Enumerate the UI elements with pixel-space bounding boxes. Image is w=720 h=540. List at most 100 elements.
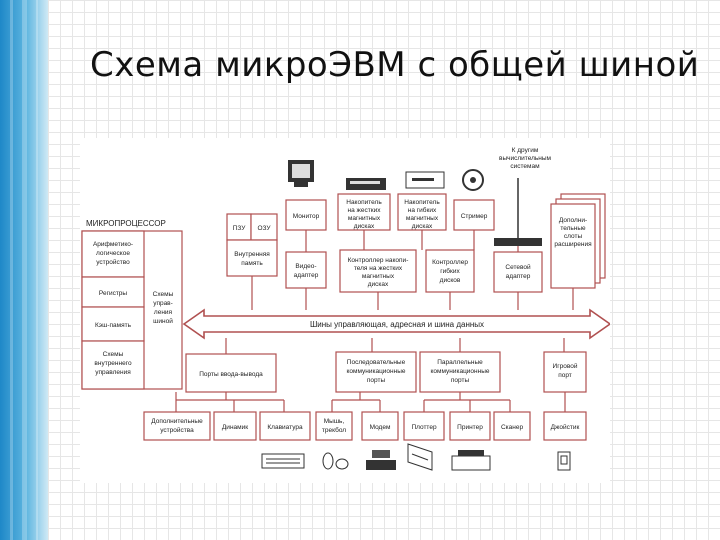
io-ports-label: Порты ввода-вывода <box>199 371 263 378</box>
joystick-icon <box>557 451 571 471</box>
bus-control-3: ления <box>154 309 173 316</box>
cache-label: Кэш-память <box>95 322 132 329</box>
computer-bus-diagram: МИКРОПРОЦЕССОР Арифметико- логическое ус… <box>81 147 610 471</box>
hdd-controller-box <box>339 249 417 293</box>
svg-text:внутреннего: внутреннего <box>94 360 132 367</box>
parallel-ports-box <box>419 351 501 393</box>
alu-label-1: Арифметико- <box>93 241 133 248</box>
plotter-label: Плоттер <box>411 424 437 431</box>
monitor-icon <box>288 160 314 187</box>
internal-control-box <box>81 340 145 390</box>
slide-title: Схема микроЭВМ с общей шиной <box>90 45 700 85</box>
keyboard-icon <box>261 453 305 469</box>
extra-devices-box <box>143 411 211 441</box>
svg-text:логическое: логическое <box>96 250 130 257</box>
hdd-controller-1: Контроллер накопи- <box>348 257 409 264</box>
svg-text:Схемы: Схемы <box>153 291 174 298</box>
mouse-label-1: Мышь, <box>324 418 345 425</box>
printer-label: Принтер <box>457 424 483 431</box>
fdd-controller-1: Контроллер <box>432 259 468 266</box>
printer-icon <box>451 450 491 471</box>
bus-control-1: Схемы <box>153 291 174 298</box>
fdd-icon <box>405 171 445 189</box>
scanner-label: Сканер <box>501 424 524 431</box>
alu-box <box>81 230 145 278</box>
ram-label: ОЗУ <box>257 225 271 232</box>
hdd-label-2: на жестких <box>348 207 382 214</box>
svg-text:устройство: устройство <box>96 258 130 266</box>
printer-box <box>449 411 491 441</box>
scanner-box <box>493 411 531 441</box>
alu-label-3: устройство <box>96 258 130 266</box>
serial-ports-3: порты <box>367 377 386 384</box>
modem-box <box>361 411 399 441</box>
hdd-controller-3: магнитных <box>362 273 395 280</box>
internal-control-1: Схемы <box>103 351 124 358</box>
keyboard-box <box>259 411 311 441</box>
modem-label: Модем <box>370 424 391 431</box>
bus-label: Шины управляющая, адресная и шина данных <box>310 320 484 329</box>
parallel-ports-2: коммуникационные <box>430 368 489 375</box>
joystick-box <box>543 411 587 441</box>
internal-memory-1: Внутренняя <box>234 251 270 258</box>
game-port-2: порт <box>558 372 572 379</box>
fdd-controller-2: гибких <box>440 267 460 275</box>
bus-control-2: управ- <box>153 300 173 307</box>
joystick-label: Джойстик <box>551 423 580 431</box>
network-adapter-2: адаптер <box>506 273 531 280</box>
svg-text:Схемы: Схемы <box>103 351 124 358</box>
internal-memory-box <box>226 239 278 277</box>
svg-text:Арифметико-: Арифметико- <box>93 241 133 248</box>
cache-box <box>81 306 145 342</box>
speaker-label: Динамик <box>222 424 248 431</box>
fdd-label-3: магнитных <box>406 215 439 222</box>
svg-text:память: память <box>241 260 263 267</box>
svg-text:Внутренняя: Внутренняя <box>234 251 270 258</box>
slots-label-4: расширения <box>554 241 592 248</box>
parallel-ports-1: Параллельные <box>437 359 483 366</box>
fdd-label-1: Накопитель <box>404 199 440 206</box>
io-ports-box <box>185 353 277 393</box>
fdd-label-4: дисках <box>412 223 433 230</box>
fdd-label-2: на гибких <box>408 206 437 214</box>
alu-label-2: логическое <box>96 250 130 257</box>
hdd-controller-4: дисках <box>368 281 389 288</box>
slots-label-3: слоты <box>564 233 583 240</box>
hdd-label-3: магнитных <box>348 215 381 222</box>
network-adapter-1: Сетевой <box>505 263 531 271</box>
streamer-box <box>453 199 495 231</box>
game-port-box <box>543 351 587 393</box>
video-adapter-box <box>285 251 327 289</box>
svg-text:ления: ления <box>154 309 173 316</box>
internal-memory-2: память <box>241 260 263 267</box>
svg-text:К другим: К другим <box>512 147 539 154</box>
hdd-label-4: дисках <box>354 223 375 230</box>
svg-text:системам: системам <box>510 163 540 170</box>
hdd-box <box>337 193 391 231</box>
svg-text:вычислительным: вычислительным <box>499 155 552 162</box>
diagram-panel: МИКРОПРОЦЕССОР Арифметико- логическое ус… <box>80 138 610 483</box>
network-icon <box>494 178 542 246</box>
speaker-box <box>213 411 257 441</box>
mouse-label-2: трекбол <box>322 426 346 434</box>
monitor-label: Монитор <box>293 213 320 220</box>
parallel-ports-3: порты <box>451 377 470 384</box>
fdd-box <box>397 193 447 231</box>
system-bus-arrow <box>182 308 610 340</box>
extension-slots-box <box>550 203 596 289</box>
serial-ports-1: Последовательные <box>347 359 406 366</box>
bus-control-4: шиной <box>153 317 173 325</box>
plotter-box <box>403 411 445 441</box>
video-adapter-1: Видео- <box>295 263 316 270</box>
mouse-icon <box>322 452 349 470</box>
registers-label: Регистры <box>99 290 128 297</box>
extra-devices-1: Дополнительные <box>151 418 203 425</box>
hdd-label-1: Накопитель <box>346 199 382 206</box>
streamer-icon <box>462 169 484 191</box>
serial-ports-2: коммуникационные <box>346 368 405 375</box>
internal-control-3: управления <box>95 369 131 376</box>
extra-devices-2: устройства <box>160 426 194 434</box>
svg-text:управления: управления <box>95 369 131 376</box>
svg-text:шиной: шиной <box>153 317 173 325</box>
internal-control-2: внутреннего <box>94 360 132 367</box>
